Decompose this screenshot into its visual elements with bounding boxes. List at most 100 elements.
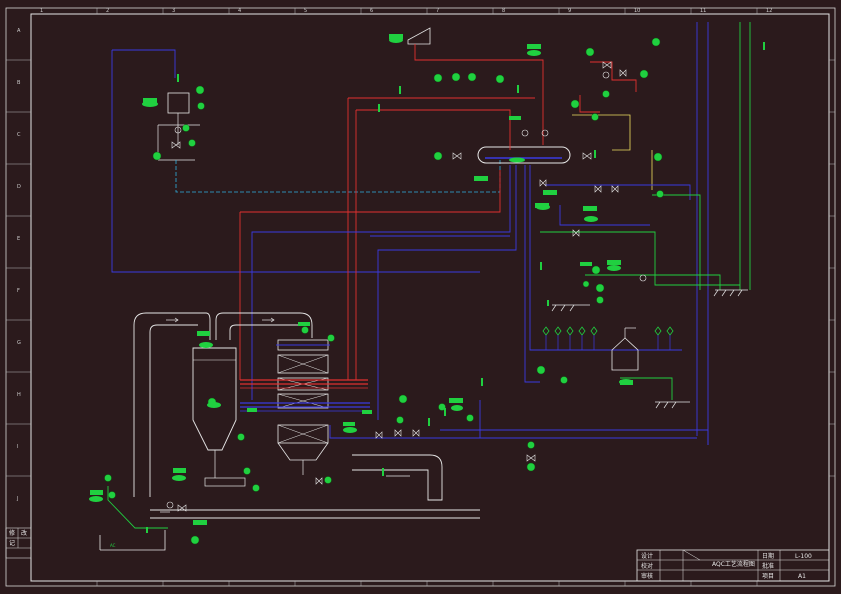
top-tick: 11 xyxy=(700,8,706,14)
flow-indicator-icon xyxy=(656,190,664,198)
instrument-ellipse-tags xyxy=(89,37,633,502)
side-tick: E xyxy=(17,236,20,242)
gate-valve-icon xyxy=(177,504,187,512)
condensate-line-1 xyxy=(540,231,740,286)
gate-valve-icon xyxy=(526,454,536,462)
feedwater-line-left xyxy=(111,50,480,273)
temperature-indicator-icon xyxy=(243,467,251,475)
check-valve-icon xyxy=(639,274,647,282)
steam-line-main xyxy=(414,44,544,145)
temperature-indicator-icon xyxy=(252,484,260,492)
pressure-indicator-icon xyxy=(398,394,408,404)
dust-separator xyxy=(192,347,246,487)
pressure-indicator-icon xyxy=(190,535,200,545)
steam-drum xyxy=(477,146,571,164)
drawing-scale: L-100 xyxy=(795,553,812,560)
side-tick: J xyxy=(16,496,18,502)
gate-valve-icon xyxy=(394,429,402,437)
top-tick: 3 xyxy=(172,8,175,14)
temperature-indicator-icon xyxy=(526,462,536,472)
pressure-indicator-icon xyxy=(104,474,112,482)
titleblock-label: 设计 xyxy=(641,552,653,560)
steam-riser-2 xyxy=(356,109,511,150)
return-header xyxy=(329,425,697,439)
pressure-indicator-icon xyxy=(324,476,332,484)
blowdown-tank xyxy=(611,327,639,371)
gate-valve-icon xyxy=(539,179,547,187)
temperature-indicator-icon xyxy=(467,72,477,82)
pressure-indicator-icon xyxy=(602,90,610,98)
drain-pits xyxy=(551,289,748,409)
flow-indicator-icon xyxy=(560,376,568,384)
titleblock-label: 批准 xyxy=(762,562,774,570)
flow-arrows xyxy=(160,317,275,513)
flow-indicator-icon xyxy=(596,296,604,304)
pressure-indicator-icon xyxy=(182,124,190,132)
check-valve-icon xyxy=(521,129,529,137)
sump-base xyxy=(99,530,166,551)
top-zone-ticks: 1 2 3 4 5 6 7 8 9 10 11 12 xyxy=(40,8,772,14)
flow-indicator-icon xyxy=(536,365,546,375)
top-tick: 10 xyxy=(634,8,640,14)
pressure-indicator-icon xyxy=(585,47,595,57)
steam-riser-3-top xyxy=(240,170,501,213)
level-indicator-icon xyxy=(570,99,580,109)
side-zone-ticks: A B C D E F G H I J xyxy=(16,28,21,502)
gate-valve-icon xyxy=(602,61,612,69)
distribution-branches xyxy=(545,335,671,350)
distribution-header xyxy=(529,165,682,351)
flue-gas-ducts xyxy=(133,312,480,519)
gate-valve-icon xyxy=(452,152,462,160)
return-header-2 xyxy=(440,429,709,445)
top-tick: 2 xyxy=(106,8,109,14)
gate-valve-icon xyxy=(594,185,602,193)
pressure-indicator-icon xyxy=(639,69,649,79)
silencer xyxy=(407,27,431,45)
drain-line-bottom-left xyxy=(107,486,168,529)
top-tick: 9 xyxy=(568,8,571,14)
gate-valve-icon xyxy=(315,477,323,485)
drawing-title: AQC工艺流程图 xyxy=(712,560,755,568)
pressure-indicator-icon xyxy=(466,414,474,422)
revision-label: 改 xyxy=(21,529,27,537)
steam-line-right-2 xyxy=(579,95,600,113)
titleblock-label: 审核 xyxy=(641,572,653,580)
signal-line xyxy=(572,114,631,151)
check-valve-icon xyxy=(541,129,549,137)
temperature-indicator-icon xyxy=(327,334,335,342)
pressure-indicator-icon xyxy=(188,139,196,147)
flow-indicator-icon xyxy=(591,265,601,275)
condensate-line-2 xyxy=(585,274,721,290)
downcomer-1 xyxy=(524,165,540,383)
level-indicator-icon xyxy=(237,433,245,441)
temperature-indicator-icon xyxy=(495,74,505,84)
valve-symbols xyxy=(166,61,647,512)
gate-valve-icon xyxy=(611,185,619,193)
side-tick: I xyxy=(17,444,18,450)
temperature-indicator-icon xyxy=(451,72,461,82)
pressure-indicator-icon xyxy=(653,152,663,162)
top-tick: 6 xyxy=(370,8,373,14)
condensate-line-3 xyxy=(652,194,701,290)
pressure-indicator-icon xyxy=(438,403,446,411)
flow-indicator-icon xyxy=(152,151,162,161)
titleblock-label: 项目 xyxy=(762,573,774,580)
bottom-left-label: AC xyxy=(110,543,116,548)
flow-indicator-icon xyxy=(582,280,590,288)
downcomer-2 xyxy=(377,165,517,420)
titleblock-label: 校对 xyxy=(641,562,653,570)
top-tick: 8 xyxy=(502,8,505,14)
check-valve-icon xyxy=(166,501,174,509)
zone-separators xyxy=(6,8,835,586)
titleblock-label: 日期 xyxy=(762,552,774,560)
gate-valve-icon xyxy=(375,431,383,439)
side-tick: C xyxy=(17,132,21,138)
gate-valve-icon xyxy=(619,69,627,77)
condensate-line-4 xyxy=(620,377,673,400)
pressure-indicator-icon xyxy=(651,37,661,47)
side-tick: B xyxy=(17,80,21,86)
pressure-indicator-icon xyxy=(195,85,205,95)
pressure-indicator-icon xyxy=(108,491,116,499)
